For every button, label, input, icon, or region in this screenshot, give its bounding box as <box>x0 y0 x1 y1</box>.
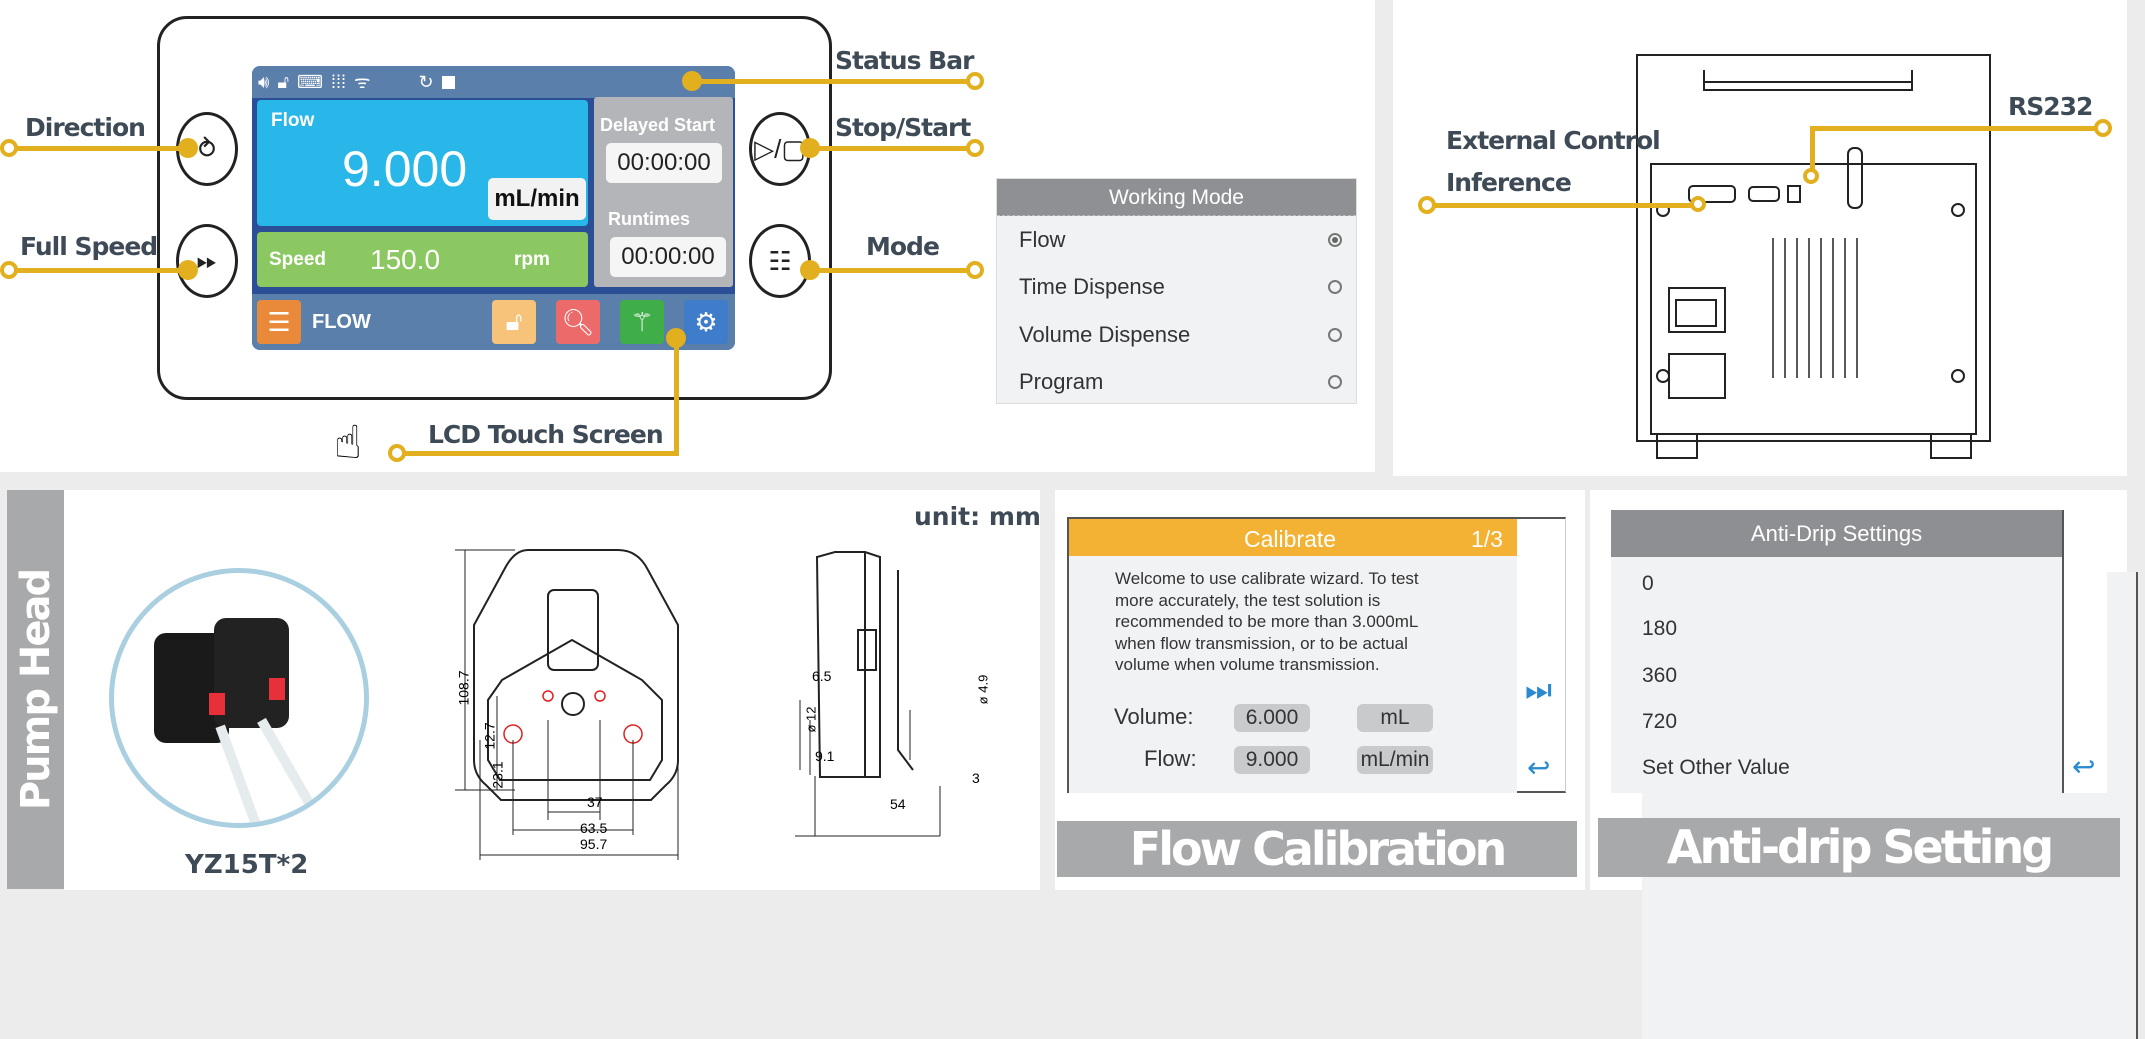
pump-model: YZ15T*2 <box>185 850 309 880</box>
pump-head-title: Pump Head <box>13 569 59 811</box>
lock-icon[interactable]: 🔓︎ <box>492 300 536 344</box>
mode-option-program[interactable]: Program <box>997 359 1356 407</box>
next-step-icon[interactable]: ⏭︎ <box>1525 674 1552 707</box>
pump-head-side-tab <box>7 490 64 889</box>
device-outline <box>157 16 832 400</box>
direction-icon: ⥁ <box>198 133 216 164</box>
flow-display[interactable]: Flow 9.000 mL/min <box>257 100 588 226</box>
calibrate-body: Welcome to use calibrate wizard. To test… <box>1069 556 1517 793</box>
flow-calibration-banner: Flow Calibration <box>1057 821 1577 877</box>
unlock-icon: 🔓︎ <box>277 71 290 92</box>
refresh-icon: ↻ <box>418 71 434 92</box>
vent-slots <box>1772 238 1858 378</box>
calibrate-screen: Calibrate 1/3 Welcome to use calibrate w… <box>1067 517 1566 793</box>
calibrate-page: 1/3 <box>1471 526 1503 552</box>
working-mode-title: Working Mode <box>997 179 1356 216</box>
callout-rs232: RS232 <box>2008 92 2093 121</box>
play-stop-icon: ▷/▢ <box>754 133 806 164</box>
volume-unit: mL <box>1357 704 1433 732</box>
callout-lcd-touch-screen: LCD Touch Screen <box>428 420 664 449</box>
flow-unit[interactable]: mL/min <box>488 178 586 220</box>
callout-external-control-2: Inference <box>1446 168 1572 197</box>
lcd-screen: 🔊︎ 🔓︎ ⌨ ⁞⁞⁞ ᯤ ↻ Flow 9.000 mL/min Speed … <box>252 66 735 350</box>
mode-option-flow[interactable]: Flow <box>997 216 1356 264</box>
speed-value: 150.0 <box>370 244 441 275</box>
wifi-icon: ᯤ <box>354 72 371 92</box>
callout-external-control-1: External Control <box>1446 126 1661 155</box>
back-icon[interactable]: ↩ <box>1527 752 1551 783</box>
delayed-start-label: Delayed Start <box>600 115 716 135</box>
radio-icon[interactable] <box>1328 280 1342 295</box>
callout-mode: Mode <box>866 232 940 261</box>
dim-108-7: 108.7 <box>455 670 472 706</box>
calibrate-instructions: Welcome to use calibrate wizard. To test… <box>1115 569 1419 674</box>
dim-54: 54 <box>890 796 906 812</box>
menu-list-icon[interactable]: ☰ <box>257 300 301 344</box>
dim-6-5: 6.5 <box>812 668 832 684</box>
flow-unit: mL/min <box>1357 746 1433 774</box>
callout-direction: Direction <box>25 113 146 142</box>
mode-icon: ☷ <box>768 245 792 276</box>
dim-23-1: 23.1 <box>489 761 506 789</box>
anti-drip-screen: Anti-Drip Settings 0 180 360 720 Set Oth… <box>1611 510 2138 1039</box>
dim-9-1: 9.1 <box>815 748 835 764</box>
runtimes-value[interactable]: 00:00:00 <box>610 237 726 277</box>
pump-head-photo <box>109 568 369 828</box>
radio-icon[interactable] <box>1328 375 1342 390</box>
callout-status-bar: Status Bar <box>835 46 974 75</box>
search-icon[interactable]: 🔍︎ <box>556 300 600 344</box>
speed-label: Speed <box>269 249 327 270</box>
flow-input[interactable]: 9.000 <box>1234 746 1310 774</box>
anti-drip-banner: Anti-drip Setting <box>1598 818 2120 877</box>
dim-3: 3 <box>972 770 980 786</box>
working-mode-menu: Working Mode Flow Time Dispense Volume D… <box>996 178 1357 404</box>
keyboard-icon: ⌨ <box>297 71 323 92</box>
magic-wand-icon[interactable]: ⚚ <box>620 300 664 344</box>
mode-option-time-dispense[interactable]: Time Dispense <box>997 264 1356 312</box>
bottom-toolbar: ☰ FLOW 🔓︎ 🔍︎ ⚚ ⚙ <box>252 294 735 350</box>
grid-dots-icon: ⁞⁞⁞ <box>331 71 347 92</box>
dim-63-5: 63.5 <box>580 820 608 836</box>
status-bar: 🔊︎ 🔓︎ ⌨ ⁞⁞⁞ ᯤ ↻ <box>252 66 735 98</box>
delayed-start-value[interactable]: 00:00:00 <box>606 143 722 183</box>
radio-icon[interactable] <box>1328 327 1342 342</box>
fast-forward-icon: ⏩︎ <box>196 245 218 275</box>
flow-label: Flow <box>271 110 315 131</box>
back-icon[interactable]: ↩ <box>2072 751 2096 782</box>
rear-panel-drawing <box>1636 54 1991 459</box>
mode-option-volume-dispense[interactable]: Volume Dispense <box>997 311 1356 359</box>
flow-label: Flow: <box>1144 746 1197 771</box>
stop-square-icon <box>441 75 455 89</box>
speaker-icon: 🔊︎ <box>258 71 270 92</box>
gear-icon[interactable]: ⚙ <box>684 300 728 344</box>
dim-12: ø 12 <box>803 706 819 733</box>
volume-label: Volume: <box>1114 704 1194 729</box>
calibrate-title: Calibrate <box>1244 526 1337 552</box>
callout-full-speed: Full Speed <box>20 232 158 261</box>
full-speed-button[interactable]: ⏩︎ <box>176 224 238 298</box>
speed-display[interactable]: Speed 150.0 rpm <box>257 232 588 287</box>
speed-unit: rpm <box>514 249 550 270</box>
timer-panel: Delayed Start 00:00:00 Runtimes 00:00:00 <box>594 97 733 287</box>
flow-value: 9.000 <box>342 141 468 197</box>
mode-label: FLOW <box>312 311 371 333</box>
rear-panel-section <box>1393 0 2127 476</box>
anti-drip-sidebar: ↩ <box>2062 510 2107 793</box>
dim-12-7: 12.7 <box>481 722 498 750</box>
runtimes-label: Runtimes <box>608 209 691 229</box>
volume-input[interactable]: 6.000 <box>1234 704 1310 732</box>
unit-label: unit: mm <box>914 502 1041 531</box>
touch-hand-icon: ☝︎ <box>334 416 363 468</box>
dim-95-7: 95.7 <box>580 836 608 852</box>
dim-37: 37 <box>587 794 603 810</box>
calibrate-header: Calibrate 1/3 <box>1069 519 1517 556</box>
dimension-drawing <box>455 549 941 860</box>
anti-drip-title: Anti-Drip Settings <box>1611 510 2062 557</box>
callout-stop-start: Stop/Start <box>835 113 971 142</box>
anti-drip-option-other[interactable]: Set Other Value <box>1642 756 2138 1039</box>
dim-4-9: ø 4.9 <box>975 674 991 705</box>
radio-selected-icon[interactable] <box>1328 232 1342 247</box>
mode-button[interactable]: ☷ <box>749 224 811 298</box>
